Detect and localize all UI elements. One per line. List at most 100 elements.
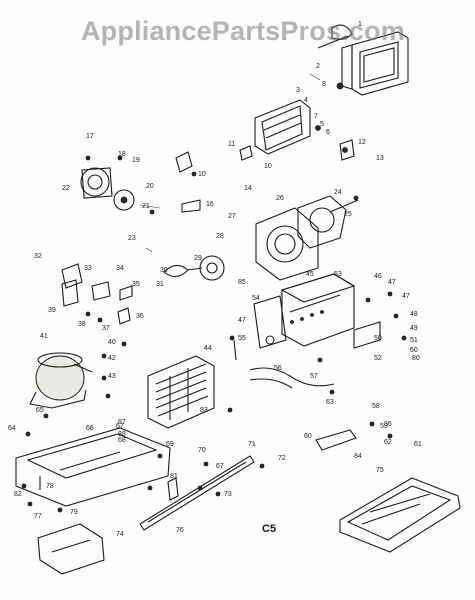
- callout-43: 43: [108, 373, 116, 380]
- callout-17: 17: [86, 133, 94, 140]
- evaporator-cover-part: [341, 31, 409, 96]
- callout-11: 11: [228, 141, 235, 148]
- callout-14: 14: [244, 185, 252, 192]
- callout-65: 65: [36, 407, 44, 414]
- callout-2: 2: [316, 63, 320, 70]
- fan-motor-part: [297, 195, 359, 249]
- callout-61: 61: [414, 441, 422, 448]
- callout-34: 34: [116, 265, 124, 272]
- base-pan-part: [15, 413, 171, 513]
- callout-32: 32: [34, 253, 42, 260]
- callout-29: 29: [194, 255, 202, 262]
- callout-79: 79: [70, 509, 78, 516]
- callout-56: 56: [274, 365, 282, 372]
- callout-51: 51: [410, 337, 418, 344]
- callout-26: 26: [276, 195, 284, 202]
- callout-45: 45: [306, 271, 314, 278]
- condenser-part: [147, 355, 233, 429]
- fan-shroud-part: [255, 207, 319, 281]
- callout-4: 4: [304, 97, 308, 104]
- callout-86: 86: [384, 421, 392, 428]
- ice-maker-gear-part: [80, 151, 201, 215]
- callout-78: 78: [46, 483, 54, 490]
- control-box-part: [253, 273, 407, 349]
- callout-66: 66: [86, 425, 94, 432]
- condenser-fan-motor-part: [145, 247, 225, 281]
- callout-46: 46: [374, 273, 382, 280]
- callout-36: 36: [136, 313, 144, 320]
- callout-42: 42: [108, 355, 116, 362]
- callout-81: 81: [170, 473, 178, 480]
- callout-labels: 1 2 3 4 5 6 7 8 10 10 11 12 13 14 16 17 …: [8, 21, 422, 538]
- section-code-label: C5: [262, 523, 277, 535]
- fan-blade-part: [309, 24, 353, 90]
- callout-67b: 67: [216, 463, 224, 470]
- callout-20: 20: [146, 183, 154, 190]
- callout-10a: 10: [198, 171, 206, 178]
- callout-57: 57: [310, 373, 318, 380]
- callout-77: 77: [34, 513, 42, 520]
- callout-16: 16: [206, 201, 214, 208]
- callout-82: 82: [14, 491, 22, 498]
- callout-83: 83: [200, 407, 208, 414]
- callout-47b: 47: [402, 293, 410, 300]
- callout-76: 76: [176, 527, 184, 534]
- heater-assembly-part: [239, 99, 355, 161]
- callout-52: 52: [374, 355, 382, 362]
- callout-30: 30: [160, 267, 168, 274]
- callout-21: 21: [142, 203, 150, 210]
- callout-41: 41: [40, 333, 48, 340]
- callout-40: 40: [108, 339, 116, 346]
- callout-35: 35: [132, 281, 140, 288]
- callout-62: 62: [384, 439, 392, 446]
- callout-24: 24: [334, 189, 342, 196]
- callout-88: 88: [118, 431, 126, 438]
- callout-3: 3: [296, 87, 300, 94]
- tubing-part: [229, 335, 393, 451]
- callout-48: 48: [410, 311, 418, 318]
- callout-28: 28: [216, 233, 224, 240]
- callout-6: 6: [326, 129, 330, 136]
- grille-part: [339, 477, 461, 553]
- callout-22: 22: [62, 185, 70, 192]
- callout-13: 13: [376, 155, 384, 162]
- callout-44: 44: [204, 345, 212, 352]
- callout-33: 33: [84, 265, 92, 272]
- callout-8: 8: [322, 81, 326, 88]
- callout-72: 72: [278, 455, 286, 462]
- callout-25: 25: [344, 211, 352, 218]
- callout-87: 87: [118, 419, 126, 426]
- callout-19: 19: [132, 157, 140, 164]
- drain-pan-part: [37, 523, 105, 575]
- callout-75: 75: [376, 467, 384, 474]
- callout-18: 18: [118, 151, 126, 158]
- callout-50: 50: [374, 335, 382, 342]
- callout-68: 68: [118, 437, 126, 444]
- callout-73: 73: [224, 491, 232, 498]
- callout-7: 7: [314, 113, 318, 120]
- callout-49: 49: [410, 325, 418, 332]
- callout-59: 59: [380, 423, 388, 430]
- callout-10b: 10: [264, 163, 272, 170]
- callout-55: 55: [238, 335, 246, 342]
- callout-80: 80: [412, 355, 420, 362]
- callout-31: 31: [156, 281, 164, 288]
- callout-84: 84: [354, 453, 362, 460]
- callout-58: 58: [372, 403, 380, 410]
- callout-53: 53: [334, 271, 342, 278]
- callout-27: 27: [228, 213, 236, 220]
- site-watermark: AppliancePartsPros.com: [80, 16, 405, 46]
- callout-47a: 47: [388, 279, 396, 286]
- callout-39: 39: [48, 307, 56, 314]
- callout-70: 70: [198, 447, 206, 454]
- callout-63: 63: [326, 399, 334, 406]
- callout-67a: 67: [116, 423, 124, 430]
- callout-60b: 60: [410, 347, 418, 354]
- callout-47c: 47: [238, 317, 246, 324]
- callout-37: 37: [102, 325, 110, 332]
- callout-64: 64: [8, 425, 16, 432]
- callout-54: 54: [252, 295, 260, 302]
- callout-71: 71: [248, 441, 256, 448]
